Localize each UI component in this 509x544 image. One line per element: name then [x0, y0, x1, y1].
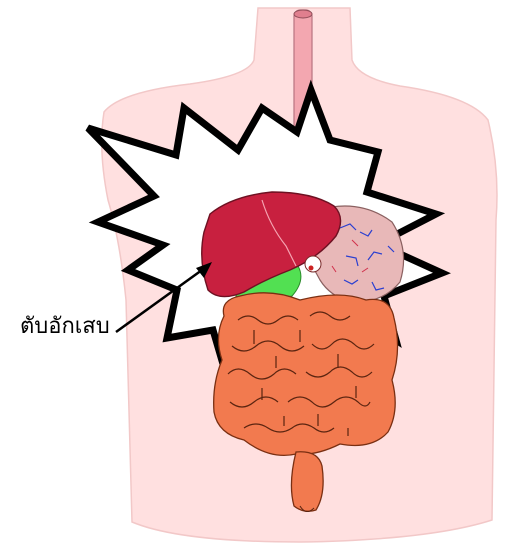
hepatitis-label: ตับอักเสบ	[20, 316, 110, 338]
pylorus	[305, 256, 321, 272]
pylorus-center	[309, 266, 314, 271]
esophagus-opening	[294, 10, 312, 18]
rectum	[291, 452, 323, 512]
